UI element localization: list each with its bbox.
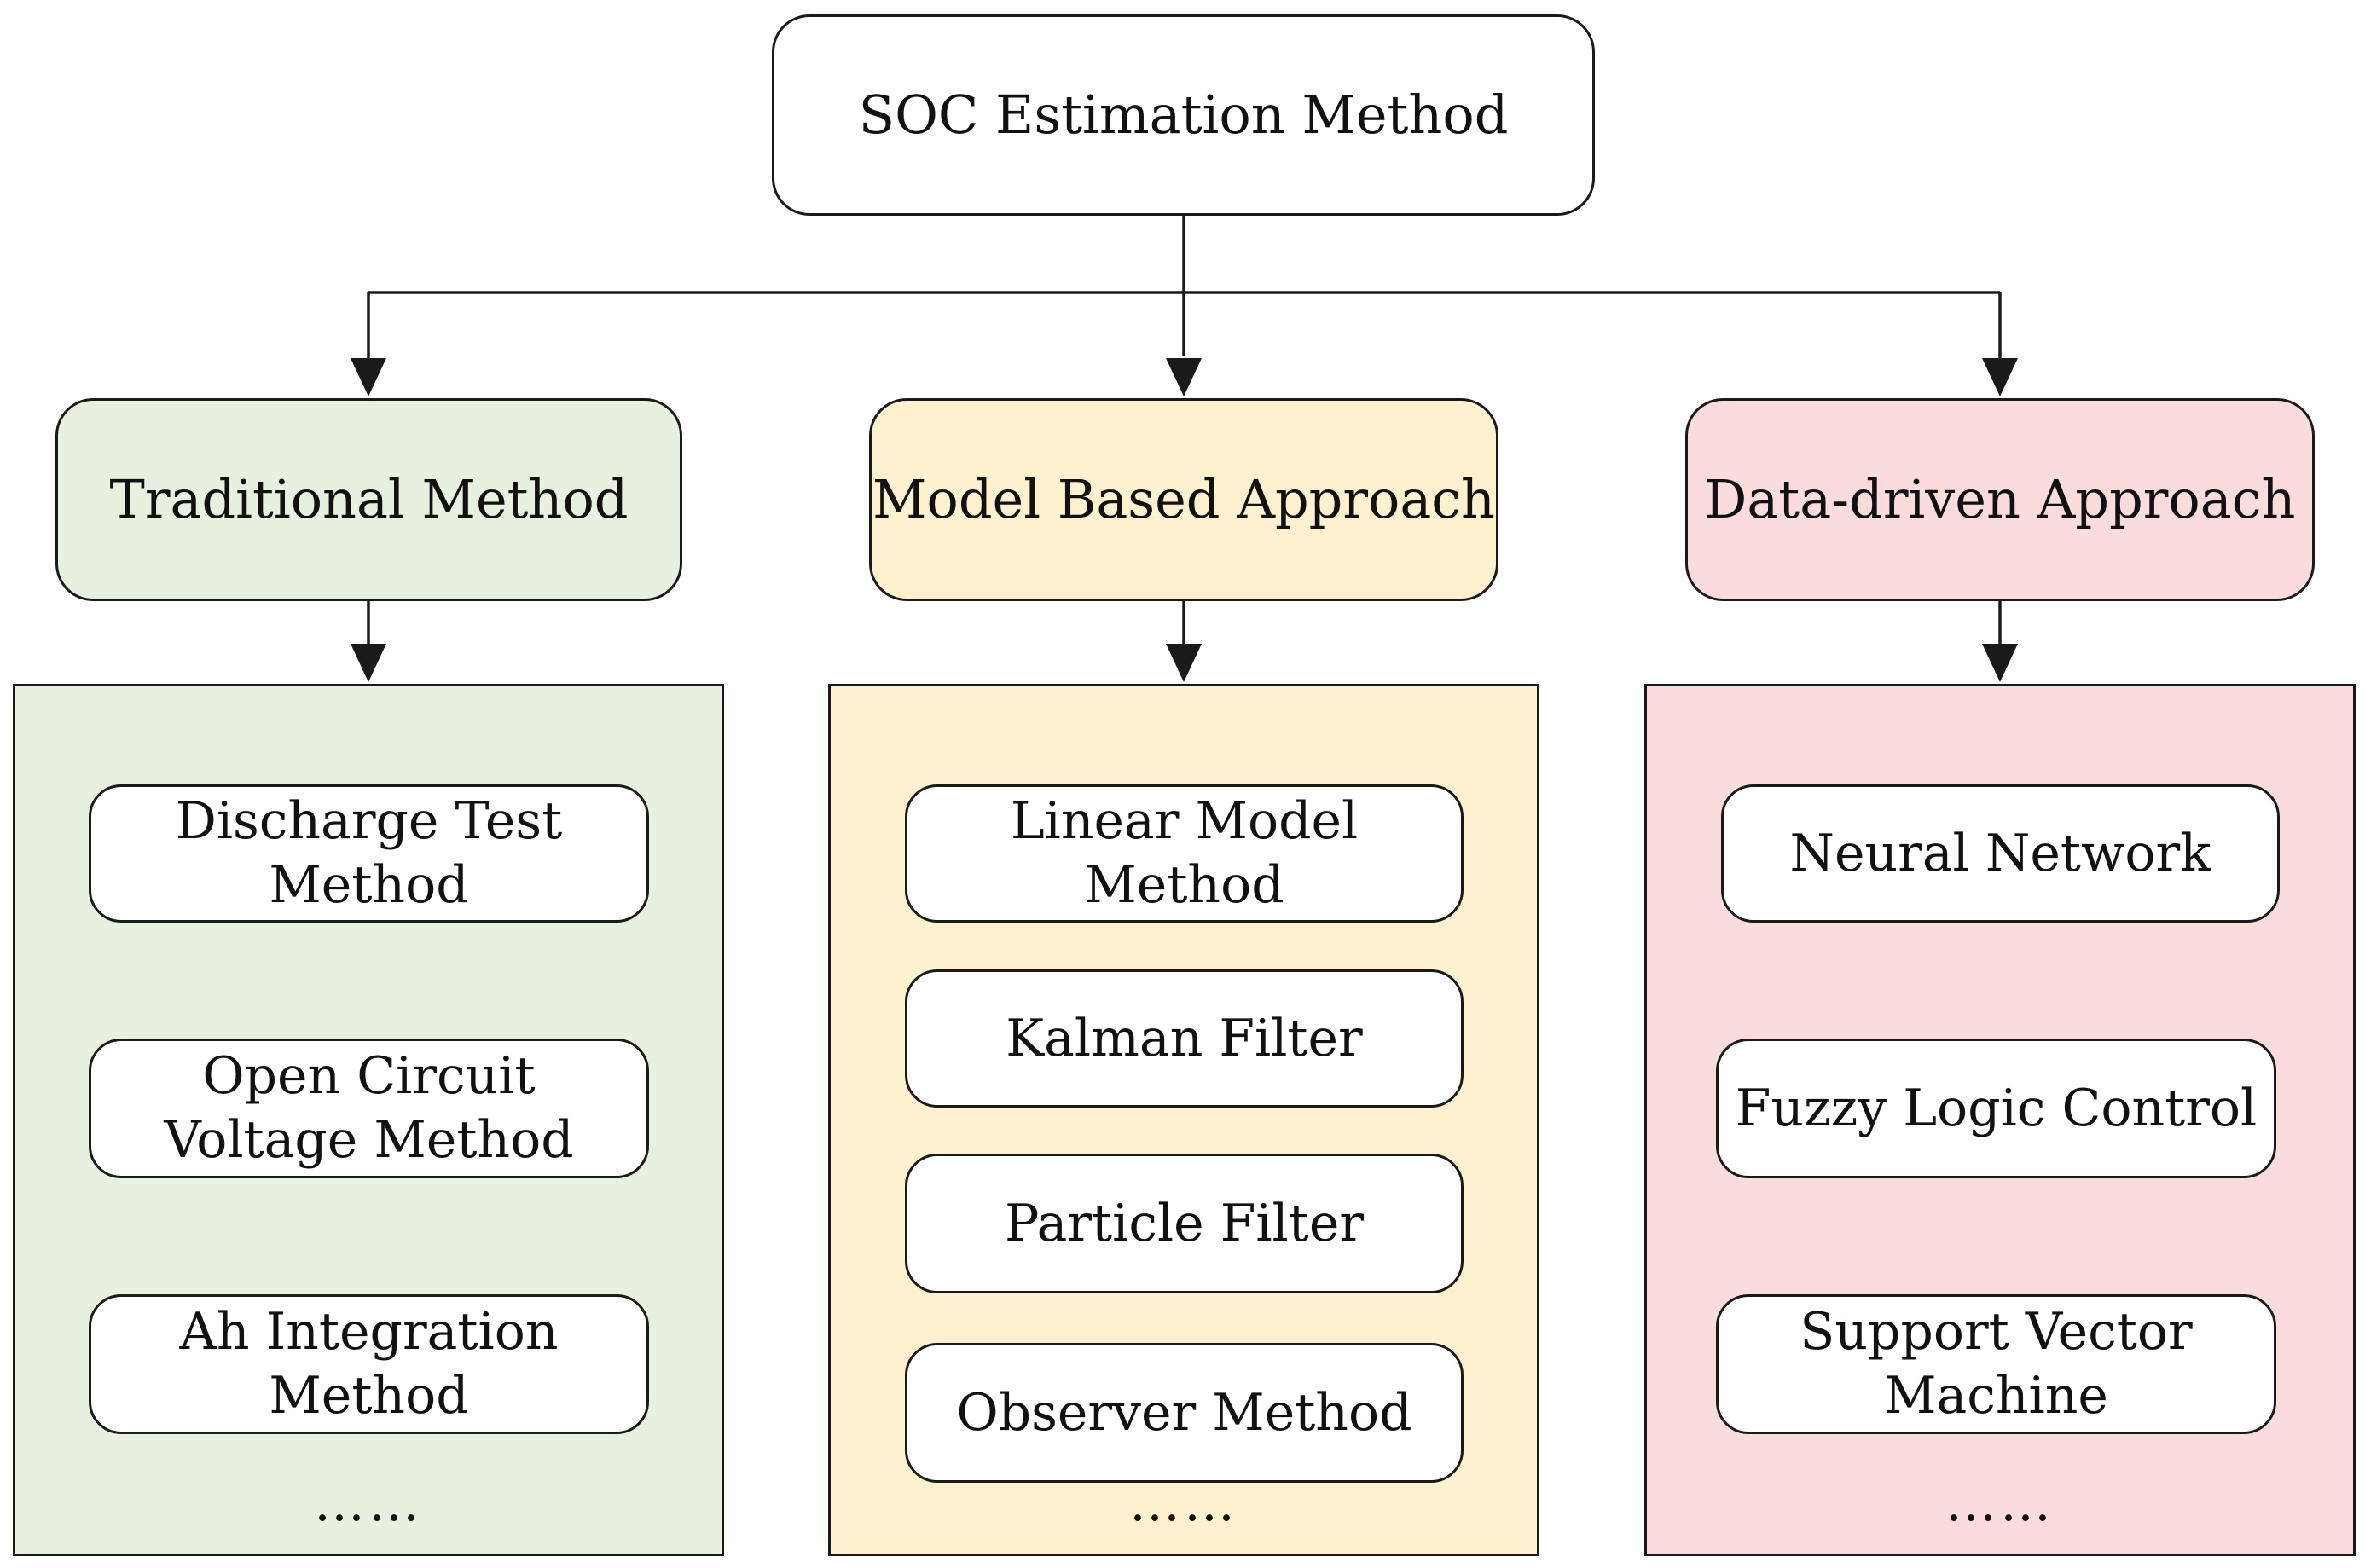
item-label: Linear Model Method — [1010, 791, 1359, 915]
item-ah-integration: Ah Integration Method — [89, 1294, 649, 1434]
root-label: SOC Estimation Method — [858, 84, 1509, 147]
category-traditional: Traditional Method — [55, 398, 682, 601]
item-kalman-filter: Kalman Filter — [905, 969, 1464, 1108]
category-data-driven: Data-driven Approach — [1685, 398, 2315, 601]
arrowhead-cat1 — [351, 358, 386, 396]
arrowhead-panel3 — [1982, 644, 2018, 682]
item-discharge-test: Discharge Test Method — [89, 784, 649, 923]
arrowhead-panel1 — [351, 644, 386, 682]
item-observer-method: Observer Method — [905, 1343, 1464, 1483]
category-label: Model Based Approach — [872, 468, 1495, 531]
item-label: Kalman Filter — [1006, 1008, 1363, 1068]
root-node: SOC Estimation Method — [772, 14, 1595, 216]
category-label: Data-driven Approach — [1704, 468, 2296, 531]
item-neural-network: Neural Network — [1721, 784, 2280, 923]
item-label: Neural Network — [1789, 823, 2211, 883]
item-open-circuit-voltage: Open Circuit Voltage Method — [89, 1039, 649, 1178]
item-label: Support Vector Machine — [1800, 1302, 2193, 1426]
more-ellipsis: …… — [314, 1473, 423, 1533]
more-ellipsis: …… — [1945, 1473, 2055, 1533]
category-label: Traditional Method — [109, 468, 629, 531]
arrowhead-cat2 — [1166, 358, 1202, 396]
arrowhead-panel2 — [1166, 644, 1202, 682]
item-label: Particle Filter — [1004, 1193, 1365, 1253]
item-label: Fuzzy Logic Control — [1735, 1078, 2258, 1138]
category-model-based: Model Based Approach — [869, 398, 1498, 601]
item-particle-filter: Particle Filter — [905, 1154, 1464, 1293]
item-label: Open Circuit Voltage Method — [164, 1046, 574, 1170]
more-ellipsis: …… — [1129, 1473, 1238, 1533]
item-linear-model: Linear Model Method — [905, 784, 1464, 923]
item-label: Ah Integration Method — [179, 1302, 559, 1426]
item-fuzzy-logic-control: Fuzzy Logic Control — [1716, 1039, 2276, 1178]
item-label: Observer Method — [956, 1382, 1412, 1443]
item-label: Discharge Test Method — [175, 791, 563, 915]
arrowhead-cat3 — [1982, 358, 2018, 396]
item-support-vector-machine: Support Vector Machine — [1716, 1294, 2276, 1434]
